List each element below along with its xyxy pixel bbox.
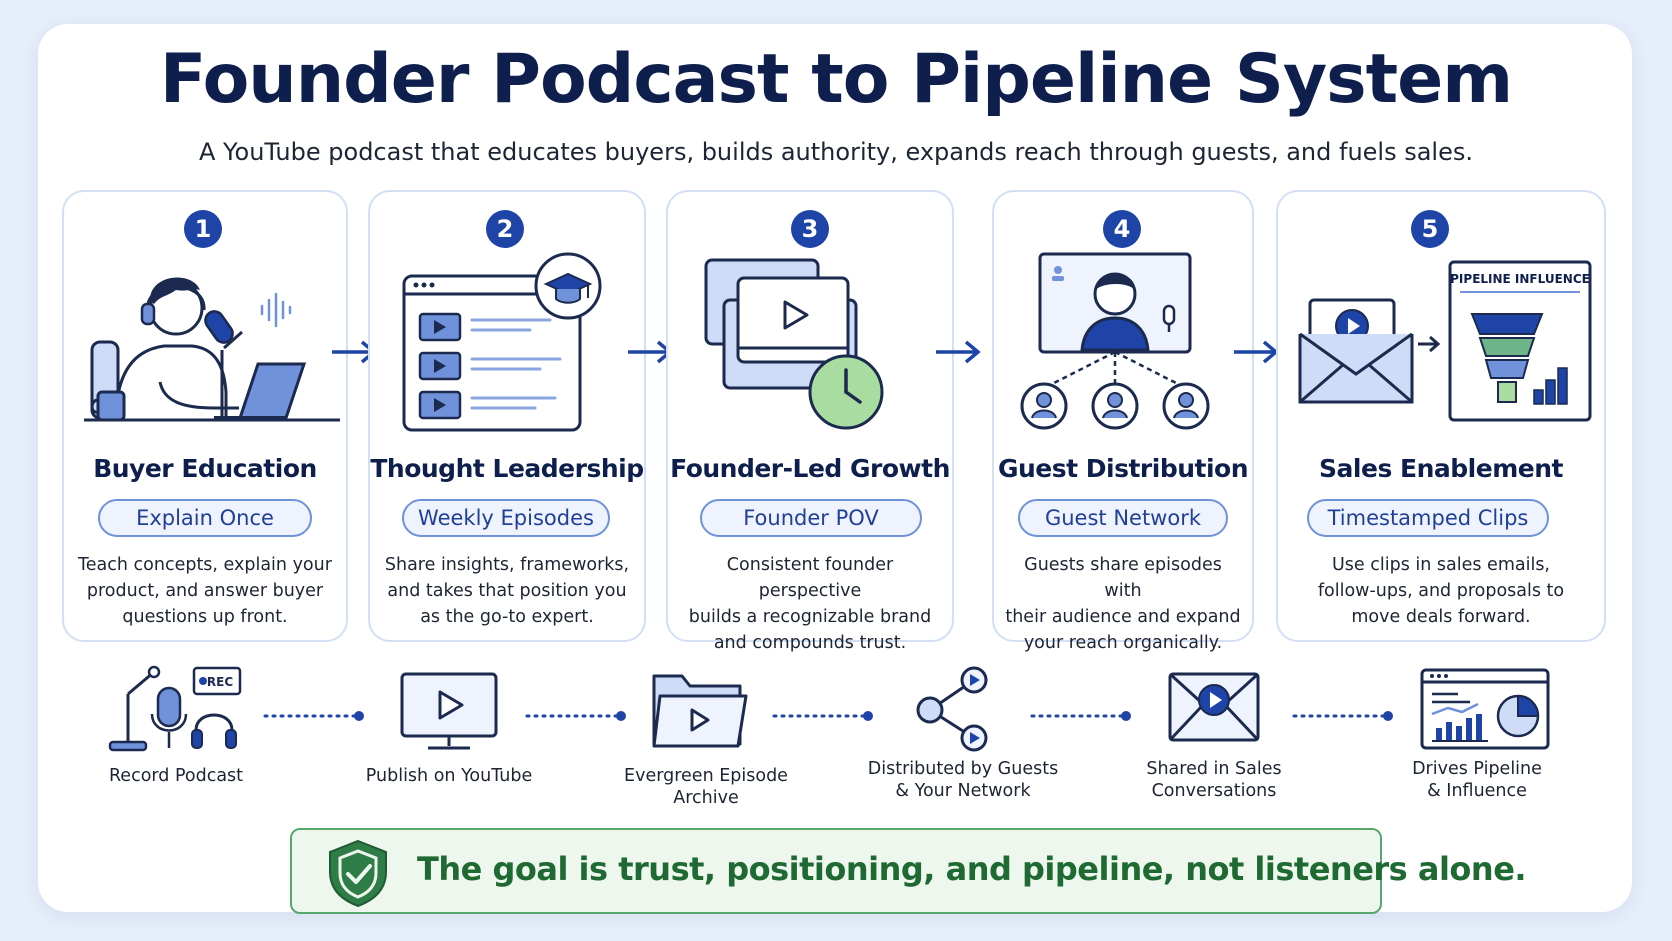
dotted-connector xyxy=(772,711,873,721)
step-tag-5: Timestamped Clips xyxy=(1307,499,1549,537)
step-tag-3: Founder POV xyxy=(700,499,922,537)
funnel-label: PIPELINE INFLUENCE xyxy=(1450,272,1590,286)
recording-setup-icon: REC xyxy=(108,665,242,752)
share-icon xyxy=(916,666,988,752)
step-number-3: 3 xyxy=(791,210,829,248)
dotted-connector xyxy=(1030,711,1131,721)
flow-label-distributed: Distributed by Guests& Your Network xyxy=(867,759,1059,801)
step-tag-4: Guest Network xyxy=(1018,499,1228,537)
email-to-pipeline-funnel-icon: PIPELINE INFLUENCE xyxy=(1298,260,1592,422)
step-card-2: 2 Thought Leadership Weekly Episodes Sha… xyxy=(368,190,646,642)
video-list-graduation-cap-icon xyxy=(402,252,602,432)
monitor-play-icon xyxy=(400,672,498,750)
step-title-5: Sales Enablement xyxy=(1319,454,1563,483)
goal-banner: The goal is trust, positioning, and pipe… xyxy=(290,828,1527,914)
podcaster-illustration xyxy=(84,277,340,422)
rec-label: REC xyxy=(207,675,233,689)
dotted-connector xyxy=(263,711,364,721)
page-title: Founder Podcast to Pipeline System xyxy=(159,40,1513,119)
page-subtitle: A YouTube podcast that educates buyers, … xyxy=(199,138,1473,166)
goal-text: The goal is trust, positioning, and pipe… xyxy=(417,850,1527,888)
step-description-2: Share insights, frameworks,and takes tha… xyxy=(384,555,630,627)
folder-play-icon xyxy=(652,674,748,748)
flow-label-record: Record Podcast xyxy=(108,766,244,786)
step-number-2: 2 xyxy=(486,210,524,248)
step-number-5: 5 xyxy=(1411,210,1449,248)
flow-label-pipeline: Drives Pipeline& Influence xyxy=(1412,759,1542,801)
dotted-connector xyxy=(1292,711,1393,721)
stacked-videos-clock-icon xyxy=(704,258,884,430)
step-card-3: 3 Founder-Led Growth Founder POV Consist… xyxy=(666,190,954,653)
arrow-right-icon xyxy=(936,340,981,364)
step-title-3: Founder-Led Growth xyxy=(670,454,950,483)
dotted-connector xyxy=(525,711,626,721)
shield-check-icon xyxy=(329,839,387,908)
guest-video-network-icon xyxy=(1020,252,1210,430)
step-card-5: 5 PIPELINE INFLUENCE Sales Enablement Ti… xyxy=(1276,190,1606,642)
step-title-1: Buyer Education xyxy=(93,454,317,483)
step-card-4: 4 Guest Distribution Guest Network Guest… xyxy=(992,190,1254,653)
step-tag-1: Explain Once xyxy=(98,499,312,537)
flow-label-publish: Publish on YouTube xyxy=(365,766,533,786)
step-tag-2: Weekly Episodes xyxy=(402,499,610,537)
flow-label-archive: Evergreen Episode Archive xyxy=(624,766,788,808)
step-title-2: Thought Leadership xyxy=(370,454,644,483)
step-card-1: 1 Buyer Education Explain Once xyxy=(62,190,348,642)
dashboard-icon xyxy=(1420,668,1550,750)
step-title-4: Guest Distribution xyxy=(997,454,1249,483)
step-number-4: 4 xyxy=(1103,210,1141,248)
step-description-5: Use clips in sales emails,follow-ups, an… xyxy=(1317,555,1565,627)
arrow-right-icon xyxy=(1234,340,1279,364)
email-play-icon xyxy=(1168,672,1260,742)
step-number-1: 1 xyxy=(184,210,222,248)
